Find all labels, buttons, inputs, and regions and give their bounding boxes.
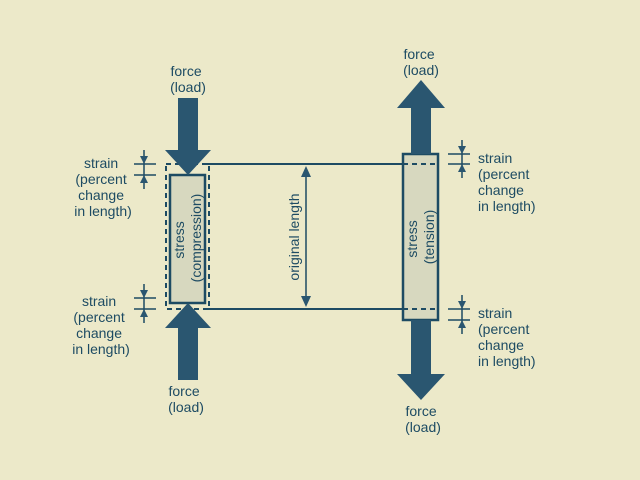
original-length-label: original length [286,193,302,280]
compression-top-force-label: force (load) [170,63,206,95]
compression-stress-label: stress (compression) [171,194,204,283]
tension-bottom-force-arrow [397,320,445,400]
compression-top-force-arrow [165,98,211,175]
compression-strain-top-label: strain (percent change in length) [74,155,132,219]
tension-member [401,152,440,322]
compression-strain-bottom-label: strain (percent change in length) [72,293,130,357]
tension-strain-bottom-marker [448,295,470,334]
tension-strain-top-label: strain (percent change in length) [478,150,536,214]
original-length-dimension [301,166,311,307]
tension-strain-bottom-label: strain (percent change in length) [478,305,536,369]
svg-text:stress (compression): stress (compression) [171,194,204,283]
svg-text:original length: original length [286,193,302,280]
tension-stress-label: stress (tension) [404,210,437,264]
compression-strain-bottom-marker [134,284,156,323]
tension-top-force-label: force (load) [403,46,439,78]
svg-text:stress (tension): stress (tension) [404,210,437,264]
tension-strain-top-marker [448,140,470,178]
compression-bottom-force-arrow [165,303,211,380]
compression-strain-top-marker [134,150,156,189]
tension-bottom-force-label: force (load) [405,403,441,435]
compression-bottom-force-label: force (load) [168,383,204,415]
tension-top-force-arrow [397,80,445,154]
compression-member [165,163,210,310]
